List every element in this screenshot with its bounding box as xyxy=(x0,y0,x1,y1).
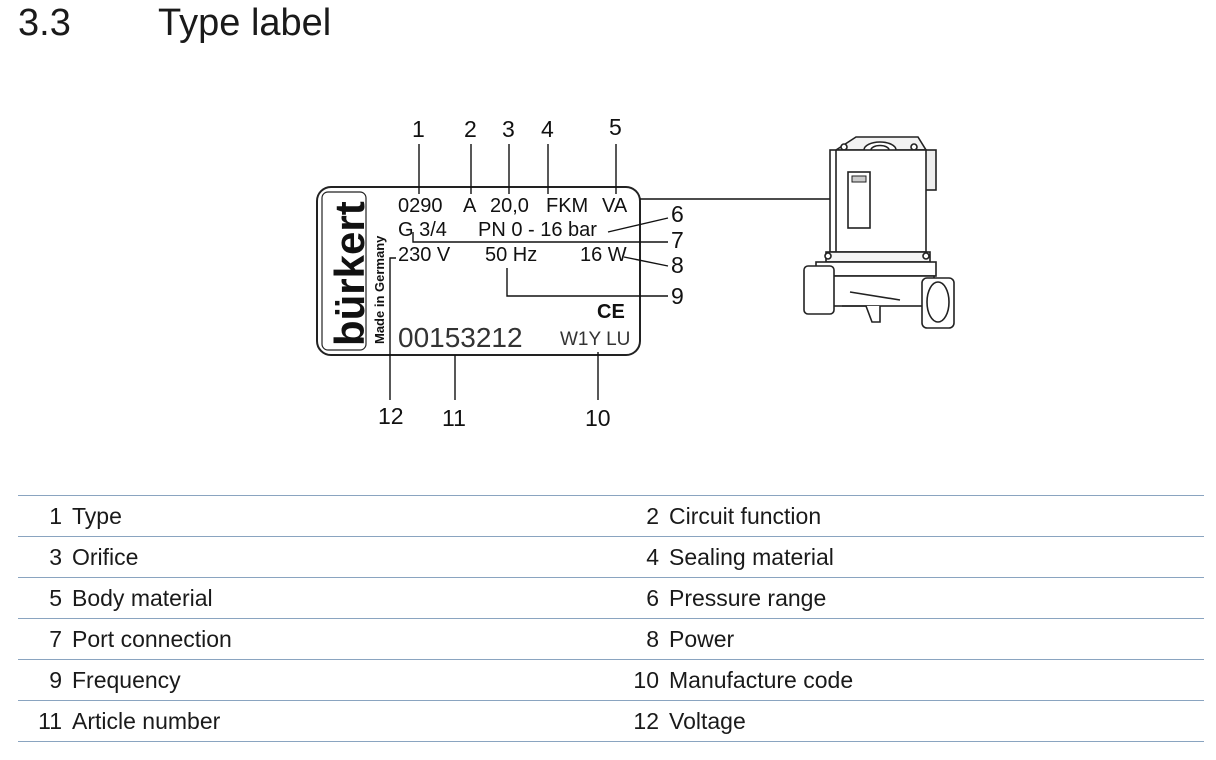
valve-illustration xyxy=(803,136,955,329)
section-heading: 3.3 Type label xyxy=(18,0,618,48)
legend-item: 4 Sealing material xyxy=(613,537,834,577)
callout-4: 4 xyxy=(541,116,554,142)
legend-number: 7 xyxy=(49,626,62,652)
legend-label: Circuit function xyxy=(669,503,822,529)
legend-item: 7 Port connection xyxy=(18,619,232,659)
callout-1: 1 xyxy=(412,116,425,142)
leader-lines xyxy=(389,144,852,400)
legend-number: 12 xyxy=(633,708,659,734)
callout-9: 9 xyxy=(671,283,684,309)
legend-number: 6 xyxy=(646,585,659,611)
plate-type-value: 0290 xyxy=(398,195,443,217)
callout-6: 6 xyxy=(671,201,684,227)
legend-row: 5 Body material 6 Pressure range xyxy=(18,577,1204,618)
legend-item: 6 Pressure range xyxy=(613,578,826,618)
legend-item: 3 Orifice xyxy=(18,537,138,577)
brand-logo: bürkert xyxy=(326,201,373,346)
legend-label: Sealing material xyxy=(669,544,834,570)
legend-number: 5 xyxy=(49,585,62,611)
callout-10: 10 xyxy=(585,405,611,431)
callout-8: 8 xyxy=(671,252,684,278)
legend-label: Orifice xyxy=(72,544,139,570)
callout-7: 7 xyxy=(671,227,684,253)
plate-voltage-value: 230 V xyxy=(398,244,451,266)
type-label-figure: bürkert Made in Germany 0290 A 20,0 FKM … xyxy=(316,114,955,431)
callout-2: 2 xyxy=(464,116,477,142)
ce-mark: CE xyxy=(597,301,625,323)
legend-label: Pressure range xyxy=(669,585,827,611)
legend-row: 9 Frequency 10 Manufacture code xyxy=(18,659,1204,700)
legend-item: 10 Manufacture code xyxy=(613,660,853,700)
legend-number: 3 xyxy=(49,544,62,570)
legend-label: Frequency xyxy=(72,667,181,693)
legend-row: 1 Type 2 Circuit function xyxy=(18,495,1204,536)
legend-item: 11 Article number xyxy=(18,701,220,741)
plate-frequency-value: 50 Hz xyxy=(485,244,537,266)
made-in-text: Made in Germany xyxy=(372,235,387,344)
legend-number: 11 xyxy=(38,708,62,734)
legend-row: 11 Article number 12 Voltage xyxy=(18,700,1204,742)
label-plate xyxy=(316,186,641,356)
plate-article-value: 00153212 xyxy=(398,322,523,353)
plate-seal-value: FKM xyxy=(546,195,588,217)
plate-power-value: 16 W xyxy=(580,244,627,266)
legend-number: 9 xyxy=(49,667,62,693)
legend-label: Manufacture code xyxy=(669,667,854,693)
legend-label: Body material xyxy=(72,585,213,611)
section-title: Type label xyxy=(158,2,332,44)
legend-number: 10 xyxy=(633,667,659,693)
plate-body-value: VA xyxy=(602,195,628,217)
legend-label: Voltage xyxy=(669,708,746,734)
legend-number: 4 xyxy=(646,544,659,570)
legend-label: Port connection xyxy=(72,626,232,652)
legend-label: Article number xyxy=(72,708,221,734)
callout-5: 5 xyxy=(609,114,622,140)
callout-12: 12 xyxy=(378,403,404,429)
plate-manufacture-value: W1Y LU xyxy=(560,329,630,350)
legend-number: 8 xyxy=(646,626,659,652)
plate-port-value: G 3/4 xyxy=(398,219,447,241)
callout-11: 11 xyxy=(442,405,466,431)
legend-item: 12 Voltage xyxy=(613,701,746,741)
legend-row: 7 Port connection 8 Power xyxy=(18,618,1204,659)
legend-item: 8 Power xyxy=(613,619,734,659)
plate-circuit-value: A xyxy=(463,195,477,217)
legend-number: 1 xyxy=(49,503,62,529)
legend-number: 2 xyxy=(646,503,659,529)
plate-pressure-value: PN 0 - 16 bar xyxy=(478,219,597,241)
legend-item: 5 Body material xyxy=(18,578,213,618)
legend-item: 2 Circuit function xyxy=(613,496,821,536)
plate-orifice-value: 20,0 xyxy=(490,195,529,217)
legend-row: 3 Orifice 4 Sealing material xyxy=(18,536,1204,577)
legend-item: 9 Frequency xyxy=(18,660,181,700)
legend-label: Type xyxy=(72,503,122,529)
legend-item: 1 Type xyxy=(18,496,122,536)
legend-label: Power xyxy=(669,626,735,652)
legend-table: 1 Type 2 Circuit function 3 Orifice 4 Sealin… xyxy=(18,495,1204,742)
brand-strip xyxy=(321,191,367,351)
section-number: 3.3 xyxy=(18,2,71,44)
callout-3: 3 xyxy=(502,116,515,142)
